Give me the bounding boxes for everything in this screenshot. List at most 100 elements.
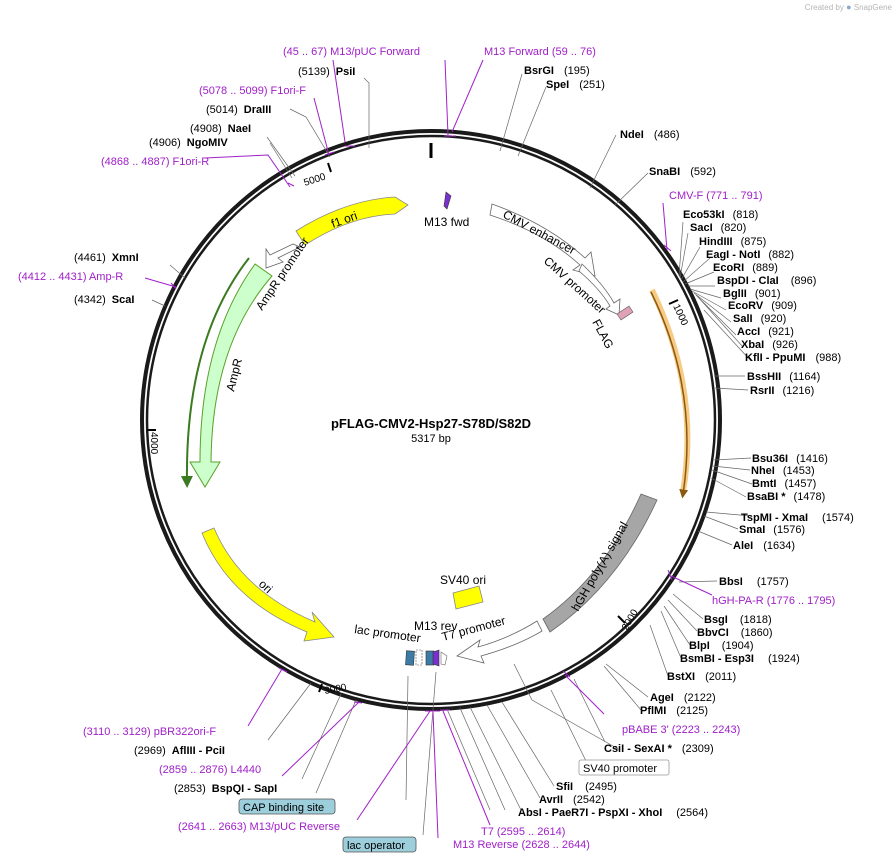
- enzyme-bsrgi: BsrGI(195): [524, 65, 590, 77]
- enzyme-saci: SacI(820): [690, 222, 746, 234]
- enzyme-sfii: SfiI(2495): [556, 781, 617, 793]
- backbone: [140, 129, 722, 711]
- primer-amp-r: (4412 .. 4431) Amp-R: [18, 271, 123, 283]
- enzyme-tspmi-xmai: TspMI - XmaI(1574): [741, 512, 854, 524]
- cap-binding-site-box-label: CAP binding site: [243, 802, 324, 814]
- primer-cmv-f: CMV-F (771 .. 791): [669, 190, 763, 202]
- sv40-ori-label: SV40 ori: [440, 573, 486, 587]
- tick-3000: 3000: [324, 682, 348, 697]
- primer-hgh-pa-r: hGH-PA-R (1776 .. 1795): [712, 595, 835, 607]
- sv40-ori-box: [452, 585, 484, 610]
- enzyme-bspdi-clai: BspDI - ClaI(896): [717, 275, 816, 287]
- primer-labels: (45 .. 67) M13/pUC Forward M13 Forward (…: [18, 46, 835, 851]
- primer-f1ori-r: (4868 .. 4887) F1ori-R: [101, 156, 209, 168]
- enzyme-agei: AgeI(2122): [650, 692, 716, 704]
- enzyme-blpi: BlpI(1904): [689, 640, 754, 652]
- enzyme-sali: SalI(920): [733, 313, 786, 325]
- enzyme-bglii: BglII(901): [723, 288, 781, 300]
- backbone-inner: [145, 134, 717, 706]
- m13-fwd-arrow: [443, 191, 452, 210]
- hgh-polya-box: [542, 493, 658, 633]
- enzyme-bspqi-sapi: (2853)BspQI - SapI: [174, 783, 277, 795]
- lac-operator-box-label: lac operator: [347, 840, 405, 852]
- enzyme-eco53ki: Eco53kI(818): [683, 209, 758, 221]
- cap-binding-site-box: [238, 798, 336, 815]
- m13-fwd-label: M13 fwd: [424, 215, 469, 229]
- enzyme-bsabi: BsaBI *(1478): [747, 491, 825, 503]
- enzyme-hindiii: HindIII(875): [699, 236, 766, 248]
- enzyme-bsshii: BssHII(1164): [747, 371, 820, 383]
- primer-connectors: [144, 59, 713, 839]
- ampr-arrow: [189, 263, 273, 488]
- enzyme-avrii: AvrII(2542): [539, 794, 605, 806]
- backbone-outer: [140, 129, 722, 711]
- ampr-promoter-arrow: [265, 243, 301, 269]
- enzyme-psii: (5139)PsiI: [298, 66, 355, 78]
- enzyme-bsgi: BsgI(1818): [704, 614, 772, 626]
- enzyme-snabi: SnaBI(592): [649, 166, 716, 178]
- brand-name: SnapGene: [853, 3, 892, 12]
- enzyme-ndei: NdeI(486): [620, 129, 680, 141]
- enzyme-naei: (4908)NaeI: [190, 123, 251, 135]
- f1-ori-arrow: [295, 196, 409, 246]
- ampr-orf-line: [180, 257, 250, 488]
- enzyme-smai: SmaI(1576): [739, 524, 805, 536]
- primer-m13-reverse: M13 Reverse (2628 .. 2644): [453, 839, 590, 851]
- enzyme-nhei: NheI(1453): [751, 465, 815, 477]
- primer-pbr322ori-f: (3110 .. 3129) pBR322ori-F: [83, 726, 216, 738]
- enzyme-xhoi-group: AbsI - PaeR7I - PspXI - XhoI(2564): [518, 807, 708, 819]
- primer-m13-puc-forward: (45 .. 67) M13/pUC Forward: [283, 46, 420, 58]
- flag-label: FLAG: [589, 317, 616, 351]
- enzyme-kfli-ppumi: KflI - PpuMI(988): [745, 352, 841, 364]
- sv40-promoter-box: [578, 759, 670, 776]
- flag-tag-arrow: [616, 305, 634, 321]
- primer-f1ori-f: (5078 .. 5099) F1ori-F: [199, 85, 306, 97]
- plasmid-name: pFLAG-CMV2-Hsp27-S78D/S82D: [331, 416, 531, 431]
- enzyme-pflmi: PflMI(2125): [640, 705, 708, 717]
- ampr-label: AmpR: [223, 357, 245, 393]
- t7-start-mark: [440, 651, 448, 666]
- cmv-enhancer-label: CMV enhancer: [501, 207, 578, 257]
- enzyme-rsrii: RsrII(1216): [750, 385, 814, 397]
- m13-rev-mark: [432, 649, 440, 667]
- ori-arrow: [201, 527, 335, 642]
- cmv-promoter-arrow: [578, 263, 621, 316]
- enzyme-scai: (4342)ScaI: [74, 294, 134, 306]
- primer-m13-forward: M13 Forward (59 .. 76): [484, 46, 596, 58]
- enzyme-bsmbi-esp3i: BsmBI - Esp3I(1924): [680, 653, 800, 665]
- tick-1000: 1000: [670, 303, 690, 328]
- enzyme-bsu36i: Bsu36I(1416): [752, 453, 828, 465]
- enzyme-bbsi: BbsI(1757): [719, 576, 789, 588]
- snapgene-logo-icon: ●: [846, 2, 852, 12]
- enzyme-ecori: EcoRI(889): [713, 262, 778, 274]
- enzyme-bbvci: BbvCI(1860): [697, 627, 773, 639]
- m13-rev-label: M13 rev: [414, 619, 457, 633]
- lac-promoter-mark: [415, 649, 423, 666]
- enzyme-csii-sexai: CsiI - SexAI *(2309): [604, 743, 714, 755]
- tick-4000: 4000: [148, 432, 159, 455]
- enzyme-acci: AccI(921): [737, 326, 794, 338]
- primer-t7: T7 (2595 .. 2614): [481, 826, 565, 838]
- enzyme-bstxi: BstXI(2011): [667, 671, 736, 683]
- primer-l4440: (2859 .. 2876) L4440: [159, 764, 261, 776]
- lac-promoter-label: lac promoter: [354, 622, 422, 645]
- plasmid-size: 5317 bp: [411, 433, 451, 445]
- enzyme-connectors: [151, 73, 753, 836]
- primer-pbabe-3: pBABE 3' (2223 .. 2243): [622, 724, 740, 736]
- enzyme-draiii: (5014)DraIII: [206, 104, 271, 116]
- primer-m13-puc-reverse: (2641 .. 2663) M13/pUC Reverse: [178, 821, 340, 833]
- lac-operator-box: [342, 836, 417, 853]
- tick-5000: 5000: [303, 171, 328, 188]
- hgh-polya-label: hGH poly(A) signal: [568, 519, 630, 613]
- enzyme-eagi-noti: EagI - NotI(882): [706, 249, 794, 261]
- cap-binding-site-mark: [405, 650, 415, 666]
- snapgene-brand: Created by ● SnapGene: [805, 2, 892, 12]
- t7-promoter-arrow: [456, 620, 543, 664]
- enzyme-alei: AleI(1634): [733, 540, 795, 552]
- enzyme-afliii-pcii: (2969)AflIII - PciI: [134, 745, 225, 757]
- enzyme-ngomiv: (4906)NgoMIV: [149, 137, 228, 149]
- sv40-promoter-box-label: SV40 promoter: [583, 763, 657, 775]
- feature-boxes: SV40 promoter CAP binding site lac opera…: [238, 759, 670, 853]
- cds-orf-line: [650, 291, 689, 499]
